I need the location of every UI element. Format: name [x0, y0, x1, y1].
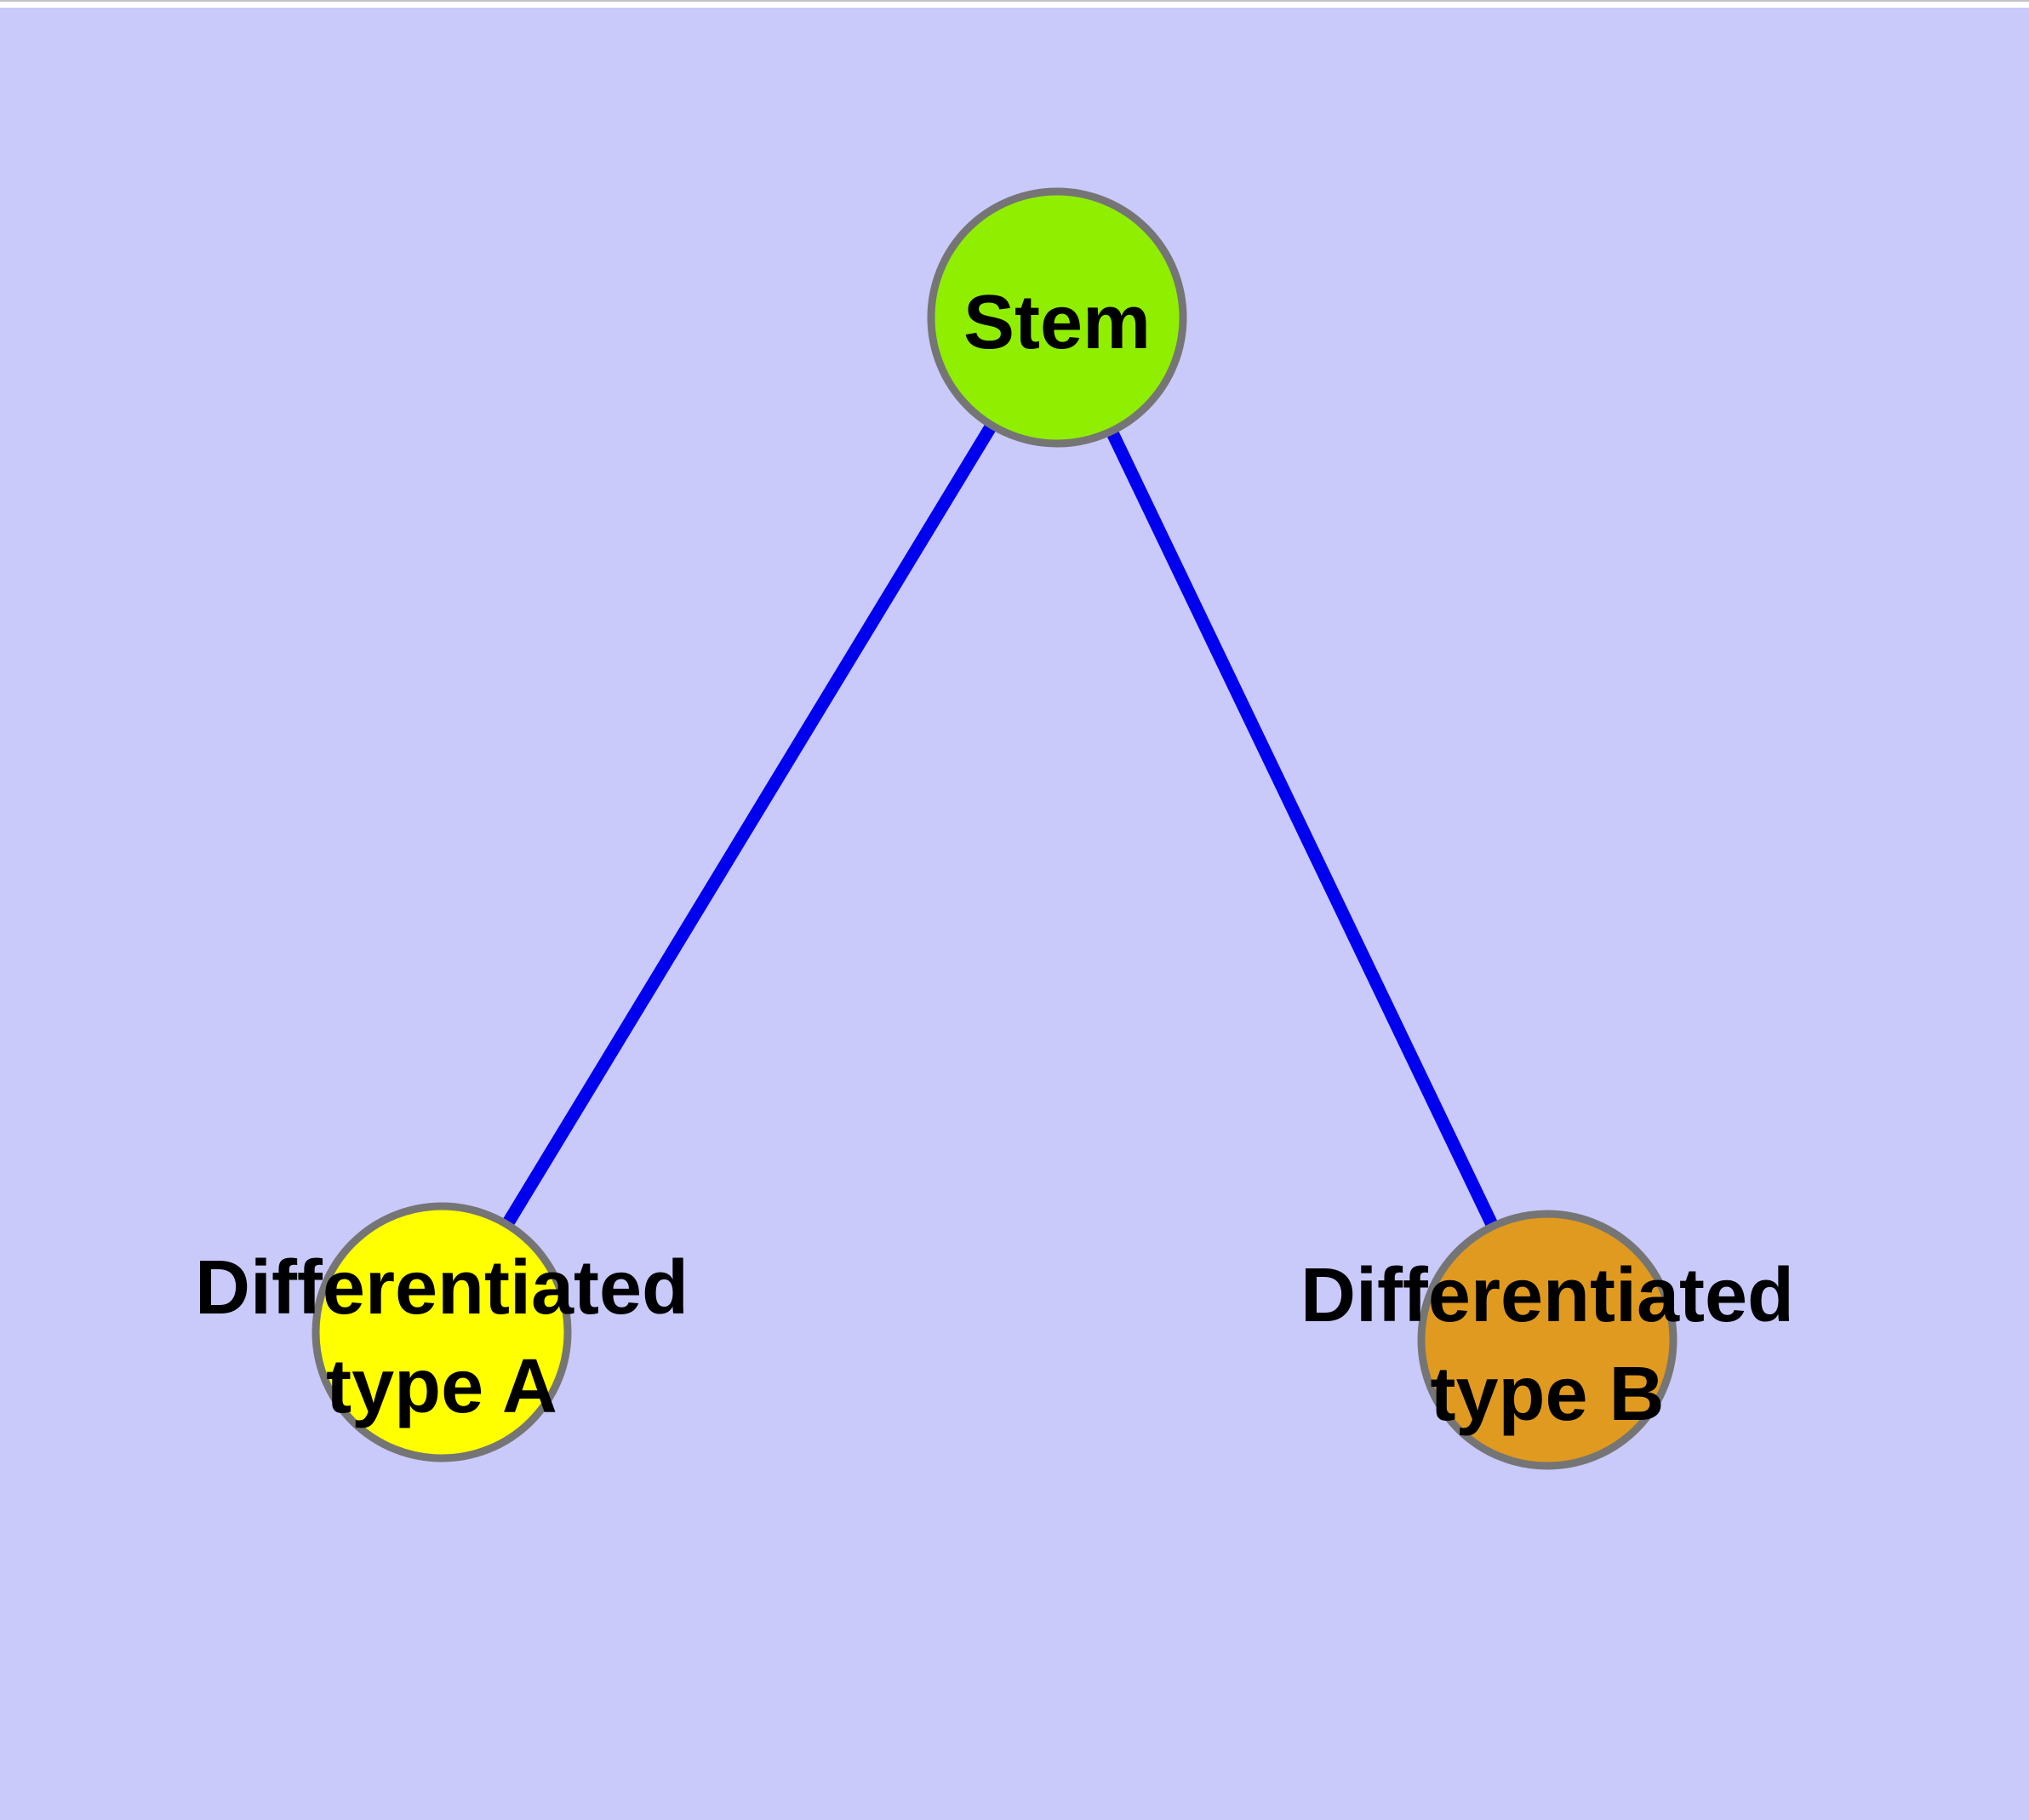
node-type-a — [311, 1202, 572, 1462]
node-type-a-label-line2: type A — [326, 1344, 557, 1429]
node-stem-label: Stem — [963, 280, 1151, 365]
window-top-strip — [0, 0, 2029, 8]
edge-group — [436, 314, 1553, 1343]
edge-stem-to-type-a — [436, 314, 1063, 1336]
edge-stem-to-type-b — [1051, 314, 1553, 1343]
node-type-b-label-line2: type B — [1430, 1352, 1664, 1437]
node-type-b-label-line1: Differentiated — [1300, 1253, 1794, 1338]
node-type-a-label-line1: Differentiated — [195, 1245, 689, 1331]
node-stem — [927, 187, 1187, 448]
node-group — [311, 187, 1677, 1470]
label-group: Stem Differentiated type A Differentiate… — [195, 280, 1794, 1437]
node-type-b — [1417, 1210, 1677, 1470]
window-top-border — [0, 0, 2029, 2]
